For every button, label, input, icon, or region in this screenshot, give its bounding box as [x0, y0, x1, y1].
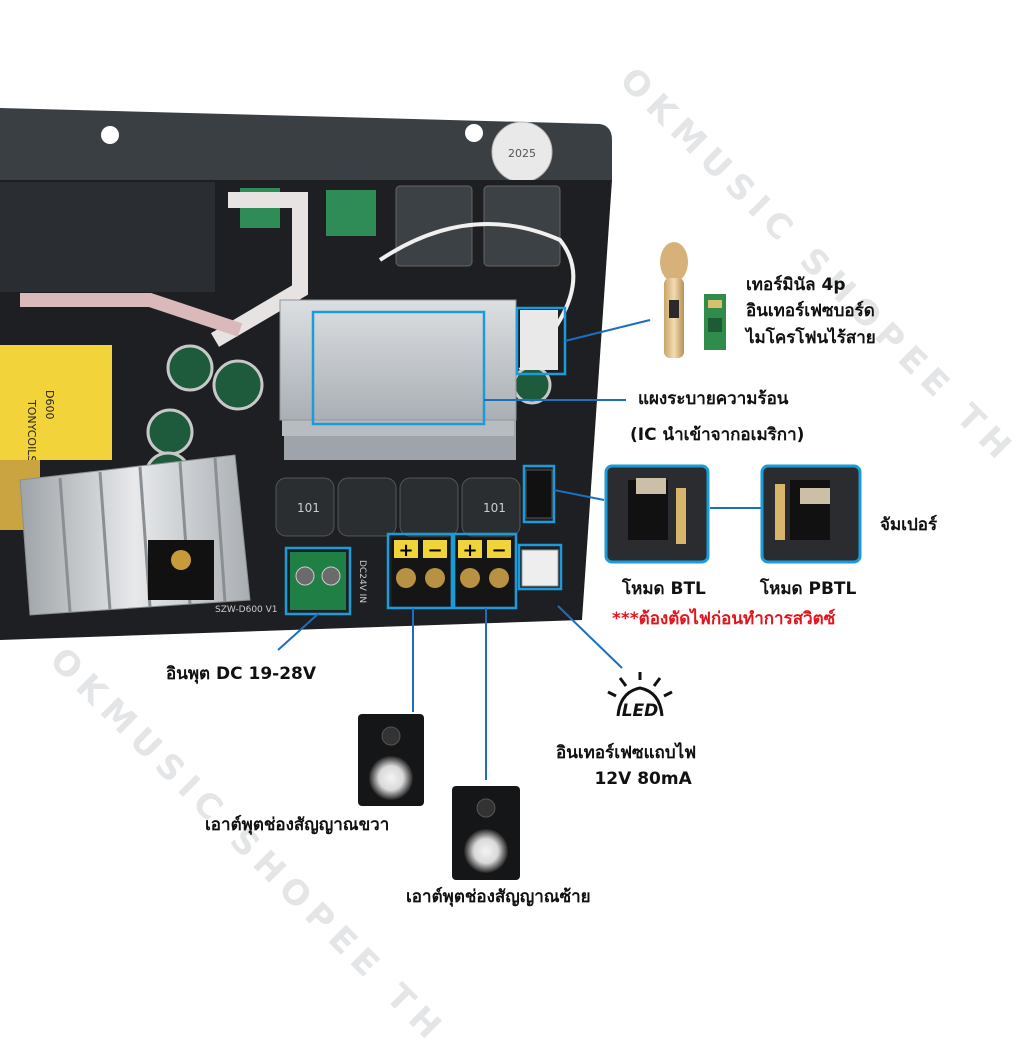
led-connector [521, 549, 559, 587]
speaker-terminal-right [392, 538, 450, 606]
heatsink-label: แผงระบายความร้อน [638, 386, 788, 412]
microphone-image [660, 242, 688, 358]
mic-receiver-board [704, 294, 726, 350]
inductor-code: 101 [483, 501, 506, 515]
btl-mode-label: โหมด BTL [622, 579, 706, 599]
mic-interface-label: เทอร์มินัล 4p อินเทอร์เฟซบอร์ด ไมโครโฟนไ… [746, 272, 876, 351]
led-highlight [517, 543, 563, 591]
transformer-code: D600 [43, 390, 56, 419]
back-plate [0, 108, 612, 180]
led-interface-label: อินเทอร์เฟซแถบไฟ 12V 80mA [556, 740, 696, 793]
amplifier-board-illustration: 2025 TONYCOILS D600 [0, 108, 862, 880]
jumper-label: จัมเปอร์ [880, 515, 938, 535]
terminal-minus: − [491, 540, 506, 561]
dc-leader [277, 613, 319, 651]
pbtl-mode-label: โหมด PBTL [760, 579, 857, 599]
white-wire [378, 222, 576, 372]
inductor-code: 101 [297, 501, 320, 515]
dc-input-label: อินพุต DC 19-28V [166, 664, 317, 684]
ribbon-cable [210, 192, 308, 347]
right-output-highlight [386, 532, 454, 610]
green-connector [326, 190, 376, 236]
heatsink-line-1: แผงระบายความร้อน [638, 389, 789, 409]
mic-leader [564, 319, 651, 342]
led-leader [557, 605, 623, 669]
terminal-plus: + [398, 540, 413, 561]
main-heatsink [279, 299, 517, 460]
mic-interface-line-3: ไมโครโฟนไร้สาย [746, 327, 876, 348]
terminal-plus: + [462, 540, 477, 561]
display-module [0, 182, 215, 292]
transformer-label: TONYCOILS [25, 399, 38, 462]
led-interface-line-2: 12V 80mA [594, 769, 692, 790]
jumper-leader [553, 489, 605, 501]
right-speaker-image [358, 714, 424, 806]
inductors [275, 477, 521, 537]
switch-warning: ***ต้องตัดไฟก่อนทำการสวิตซ์ [612, 609, 836, 629]
terminal-minus: − [427, 540, 442, 561]
left-heatsink [19, 454, 251, 616]
speaker-terminal-left [456, 538, 514, 606]
pbtl-inset-photo [760, 464, 862, 564]
heatsink-note: (IC นำเข้าจากอเมริกา) [630, 425, 805, 445]
dc-in-silk: DC24V IN [357, 560, 367, 603]
right-output-label: เอาต์พุตช่องสัญญาณขวา [205, 815, 390, 835]
led-icon [607, 672, 673, 717]
mic-terminal [520, 310, 558, 370]
btl-inset-photo [604, 464, 710, 564]
mount-hole [465, 124, 483, 142]
date-stamp: 2025 [508, 147, 536, 160]
left-speaker-image [452, 786, 520, 880]
mic-interface-line-2: อินเทอร์เฟซบอร์ด [746, 301, 875, 322]
mic-interface-line-1: เทอร์มินัล 4p [746, 275, 846, 295]
led-interface-line-1: อินเทอร์เฟซแถบไฟ [556, 743, 697, 763]
pcb-model: SZW-D600 V1 [215, 605, 278, 615]
heatsink-highlight [311, 310, 486, 426]
ribbon-cable [20, 293, 243, 337]
jumper-header [525, 469, 553, 519]
mount-hole [101, 126, 119, 144]
jumper-highlight [522, 464, 556, 524]
left-output-label: เอาต์พุตช่องสัญญาณซ้าย [406, 887, 591, 907]
transformer [0, 345, 112, 460]
led-icon-text: LED [622, 701, 659, 721]
